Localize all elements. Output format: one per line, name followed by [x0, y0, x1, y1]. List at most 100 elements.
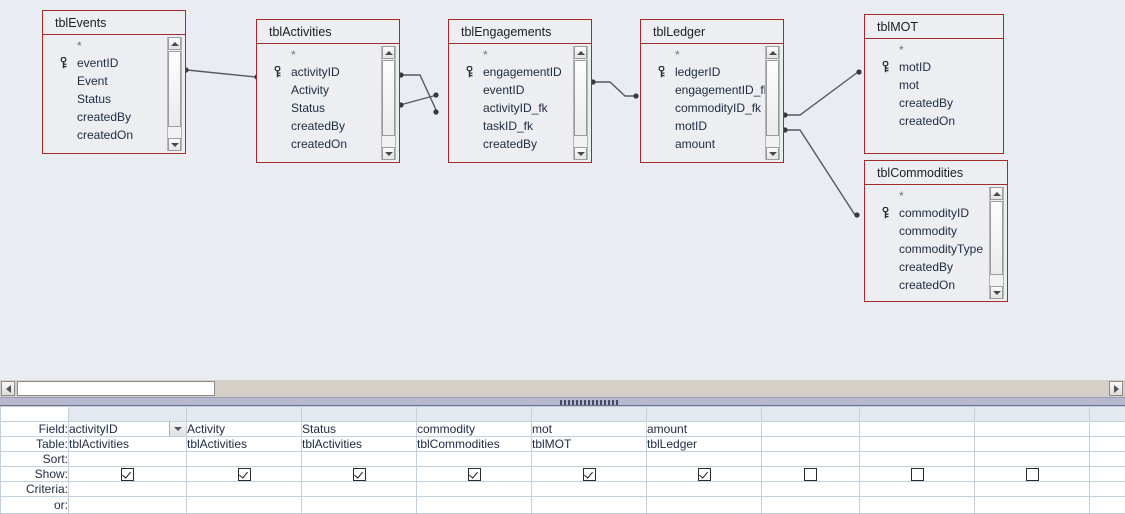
- show-checkbox[interactable]: [238, 468, 251, 481]
- criteria-cell[interactable]: [302, 482, 417, 497]
- table-title[interactable]: tblEvents: [43, 11, 185, 35]
- field-cell[interactable]: amount: [647, 422, 762, 437]
- field-list-item[interactable]: engagementID_fk: [641, 81, 783, 99]
- sort-cell[interactable]: [69, 452, 187, 467]
- show-checkbox-cell[interactable]: [302, 467, 417, 482]
- splitter-grip-icon[interactable]: [560, 400, 620, 405]
- show-checkbox-cell[interactable]: [532, 467, 647, 482]
- table-cell[interactable]: tblMOT: [532, 437, 647, 452]
- field-cell[interactable]: [975, 422, 1090, 437]
- field-cell[interactable]: Status: [302, 422, 417, 437]
- field-list-item[interactable]: commodity: [865, 222, 1007, 240]
- field-list-item[interactable]: createdOn: [865, 276, 1007, 294]
- show-checkbox[interactable]: [353, 468, 366, 481]
- field-cell[interactable]: [860, 422, 975, 437]
- field-list-scroll-thumb[interactable]: [168, 51, 181, 127]
- field-list-item[interactable]: commodityType: [865, 240, 1007, 258]
- field-list-item[interactable]: createdOn: [865, 112, 1003, 130]
- show-checkbox[interactable]: [468, 468, 481, 481]
- field-list-item[interactable]: ledgerID: [641, 63, 783, 81]
- scroll-down-icon[interactable]: [382, 147, 395, 160]
- field-list-item[interactable]: engagementID: [449, 63, 591, 81]
- table-cell[interactable]: [860, 437, 975, 452]
- field-list-item[interactable]: *: [865, 42, 1003, 58]
- field-cell[interactable]: commodity: [417, 422, 532, 437]
- show-checkbox[interactable]: [121, 468, 134, 481]
- table-cell[interactable]: tblCommodities: [417, 437, 532, 452]
- show-checkbox-cell[interactable]: [860, 467, 975, 482]
- criteria-cell[interactable]: [1090, 482, 1125, 497]
- or-cell[interactable]: [762, 497, 860, 514]
- criteria-cell[interactable]: [647, 482, 762, 497]
- or-cell[interactable]: [69, 497, 187, 514]
- diagram-horizontal-scrollbar[interactable]: [0, 380, 1125, 397]
- show-checkbox-cell[interactable]: [975, 467, 1090, 482]
- column-selector[interactable]: [69, 407, 187, 422]
- column-selector[interactable]: [1090, 407, 1125, 422]
- field-list-item[interactable]: *: [43, 38, 185, 54]
- field-cell[interactable]: [1090, 422, 1125, 437]
- criteria-cell[interactable]: [417, 482, 532, 497]
- scroll-down-icon[interactable]: [168, 138, 181, 151]
- show-checkbox-cell[interactable]: [69, 467, 187, 482]
- or-cell[interactable]: [647, 497, 762, 514]
- table-title[interactable]: tblEngagements: [449, 20, 591, 44]
- sort-cell[interactable]: [975, 452, 1090, 467]
- field-list-item[interactable]: Status: [257, 99, 399, 117]
- or-cell[interactable]: [1090, 497, 1125, 514]
- field-list-scroll-thumb[interactable]: [990, 201, 1003, 275]
- column-selector[interactable]: [762, 407, 860, 422]
- field-cell[interactable]: [762, 422, 860, 437]
- or-cell[interactable]: [532, 497, 647, 514]
- scroll-down-icon[interactable]: [990, 286, 1003, 299]
- pane-splitter[interactable]: [0, 397, 1125, 406]
- or-cell[interactable]: [302, 497, 417, 514]
- scroll-up-icon[interactable]: [168, 37, 181, 50]
- sort-cell[interactable]: [532, 452, 647, 467]
- field-list-item[interactable]: eventID: [449, 81, 591, 99]
- criteria-cell[interactable]: [69, 482, 187, 497]
- table-cell[interactable]: tblActivities: [302, 437, 417, 452]
- column-selector[interactable]: [647, 407, 762, 422]
- column-selector[interactable]: [532, 407, 647, 422]
- field-list-item[interactable]: eventID: [43, 54, 185, 72]
- scroll-left-icon[interactable]: [1, 381, 15, 396]
- sort-cell[interactable]: [417, 452, 532, 467]
- field-list-item[interactable]: commodityID: [865, 204, 1007, 222]
- field-list-item[interactable]: mot: [865, 76, 1003, 94]
- field-cell[interactable]: mot: [532, 422, 647, 437]
- field-list-item[interactable]: commodityID_fk: [641, 99, 783, 117]
- column-selector[interactable]: [975, 407, 1090, 422]
- scroll-up-icon[interactable]: [766, 46, 779, 59]
- field-list-scrollbar[interactable]: [765, 46, 780, 160]
- field-list-scroll-thumb[interactable]: [766, 60, 779, 136]
- sort-cell[interactable]: [302, 452, 417, 467]
- field-list-item[interactable]: Activity: [257, 81, 399, 99]
- table-cell[interactable]: tblActivities: [69, 437, 187, 452]
- field-list-item[interactable]: Status: [43, 90, 185, 108]
- criteria-cell[interactable]: [762, 482, 860, 497]
- table-cell[interactable]: [1090, 437, 1125, 452]
- field-cell[interactable]: Activity: [187, 422, 302, 437]
- field-list-item[interactable]: activityID_fk: [449, 99, 591, 117]
- criteria-cell[interactable]: [860, 482, 975, 497]
- column-selector[interactable]: [417, 407, 532, 422]
- field-list-item[interactable]: Event: [43, 72, 185, 90]
- field-list-item[interactable]: activityID: [257, 63, 399, 81]
- sort-cell[interactable]: [860, 452, 975, 467]
- field-list-item[interactable]: *: [865, 188, 1007, 204]
- show-checkbox-cell[interactable]: [647, 467, 762, 482]
- field-list-scrollbar[interactable]: [989, 187, 1004, 299]
- sort-cell[interactable]: [1090, 452, 1125, 467]
- table-cell[interactable]: tblActivities: [187, 437, 302, 452]
- field-list-item[interactable]: createdOn: [43, 126, 185, 144]
- scrollbar-thumb[interactable]: [17, 381, 215, 396]
- show-checkbox[interactable]: [1026, 468, 1039, 481]
